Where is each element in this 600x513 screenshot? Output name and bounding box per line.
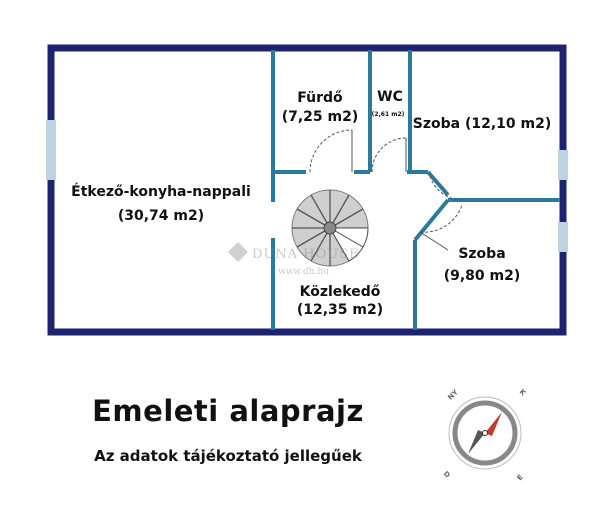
- corridor-name: Közlekedő: [300, 284, 381, 300]
- duna-house-logo-icon: [228, 242, 248, 262]
- window-right-top: [558, 150, 568, 180]
- wc-area: (2,61 m2): [372, 111, 405, 118]
- window-left: [46, 120, 56, 180]
- outer-wall: [47, 44, 567, 336]
- compass-needle-south: [468, 430, 485, 454]
- page-title: Emeleti alaprajz: [92, 394, 364, 428]
- corridor-area: (12,35 m2): [297, 302, 383, 318]
- watermark-url: www.dh.hu: [278, 267, 329, 277]
- room2-name: Szoba: [458, 246, 505, 262]
- living-room-area: (30,74 m2): [118, 208, 204, 224]
- wc-name: WC: [377, 89, 403, 105]
- room2-area: (9,80 m2): [444, 268, 521, 284]
- window-right-bottom: [558, 222, 568, 252]
- watermark-brand: DUNA HOUSE: [252, 247, 360, 262]
- compass-label-s: D: [442, 470, 452, 480]
- compass-needle-north: [485, 412, 502, 436]
- door-swings: [309, 129, 463, 251]
- compass-label-w: NY: [446, 388, 460, 402]
- compass-label-e: K: [518, 388, 528, 398]
- room1-name: Szoba (12,10 m2): [413, 116, 551, 132]
- bath-area: (7,25 m2): [282, 109, 359, 125]
- living-room-name: Étkező-konyha-nappali: [71, 183, 251, 200]
- compass-icon: NY K D É: [442, 388, 528, 483]
- watermark: DUNA HOUSE www.dh.hu: [228, 242, 360, 277]
- interior-walls: [271, 50, 560, 330]
- spiral-staircase: [291, 189, 369, 267]
- page-subtitle: Az adatok tájékoztató jellegűek: [94, 447, 362, 465]
- floor-plan: DUNA HOUSE www.dh.hu Étkező-konyha-nappa…: [46, 44, 568, 336]
- bath-name: Fürdő: [297, 90, 343, 106]
- compass-label-n: É: [515, 472, 525, 482]
